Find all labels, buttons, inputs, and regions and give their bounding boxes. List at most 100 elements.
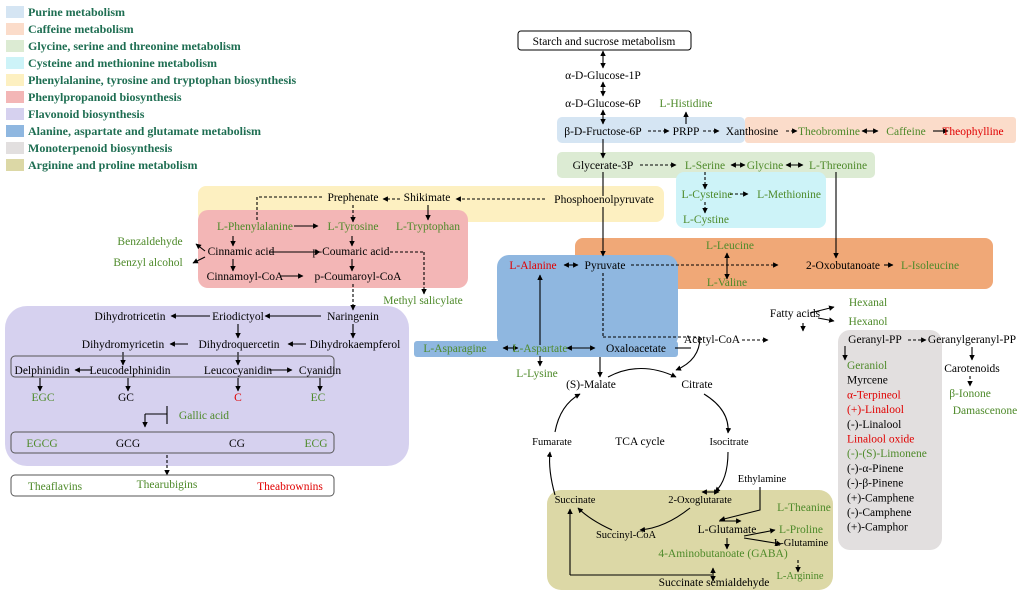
glycerate-3p-node: Glycerate-3P: [573, 160, 634, 172]
glycine-node: Glycine: [747, 160, 783, 172]
monoterpenoid-item: α-Terpineol: [847, 389, 901, 401]
arginine-node: L-Arginine: [776, 571, 823, 582]
arginine-proline-region: [547, 490, 833, 590]
asparagine-node: L-Asparagine: [423, 343, 486, 355]
legend-swatch: [6, 142, 24, 154]
succinate-semialdehyde-node: Succinate semialdehyde: [659, 577, 770, 589]
malate-node: (S)-Malate: [566, 379, 616, 391]
theobromine-node: Theobromine: [798, 126, 860, 138]
monoterpenoid-region: [838, 330, 942, 550]
legend: Purine metabolism Caffeine metabolism Gl…: [6, 5, 297, 172]
cystine-node: L-Cystine: [683, 214, 729, 226]
legend-label: Cysteine and methionine metabolism: [28, 56, 217, 70]
pathway-arrow: [743, 528, 776, 537]
delphinidin-node: Delphinidin: [15, 365, 70, 377]
phenylalanine-node: L-Phenylalanine: [217, 221, 293, 233]
monoterpenoid-item: (-)-(S)-Limonene: [847, 448, 927, 460]
monoterpenoid-item: (+)-Camphene: [847, 492, 914, 504]
pathway-connector: [719, 487, 761, 522]
valine-leucine-region: [575, 238, 993, 289]
benzaldehyde-node: Benzaldehyde: [117, 236, 182, 248]
glucose-6p-node: α-D-Glucose-6P: [565, 98, 641, 110]
catechin-row-box: [10, 355, 335, 378]
prephenate-node: Prephenate: [327, 192, 378, 204]
legend-item: Monoterpenoid biosynthesis: [6, 141, 173, 155]
pyruvate-node: Pyruvate: [585, 260, 626, 272]
monoterpenoid-item: (-)-Linalool: [847, 419, 901, 431]
leucocyanidin-node: Leucocyanidin: [204, 365, 273, 377]
legend-item: Arginine and proline metabolism: [6, 158, 197, 172]
glutamine-node: L-Glutamine: [774, 538, 829, 549]
prpp-node: PRPP: [673, 126, 700, 138]
monoterpenoid-item: Linalool oxide: [847, 434, 914, 446]
legend-swatch: [6, 125, 24, 137]
legend-label: Caffeine metabolism: [28, 22, 134, 36]
tryptophan-node: L-Tryptophan: [396, 221, 460, 233]
pathway-connector: [675, 336, 701, 371]
tca-arc: [546, 451, 556, 496]
leucine-node: L-Leucine: [706, 240, 754, 252]
monoterpenoid-item: Geraniol: [847, 360, 887, 372]
p-coumaroyl-coa-node: p-Coumaroyl-CoA: [315, 271, 403, 283]
pathway-arrow: [809, 305, 835, 314]
egcg-node: EGCG: [26, 438, 57, 450]
legend-item: Phenylalanine, tyrosine and tryptophan b…: [6, 73, 297, 87]
aspartate-region: [414, 341, 678, 357]
oxaloacetate-node: Oxaloacetate: [606, 343, 666, 355]
serine-node: L-Serine: [685, 160, 725, 172]
tca-arc: [714, 451, 729, 493]
isocitrate-node: Isocitrate: [709, 437, 748, 448]
pathway-regions: [5, 117, 1016, 590]
gcg-node: GCG: [116, 438, 140, 450]
phenylpropanoid-region: [198, 210, 468, 288]
tca-arc: [577, 507, 613, 531]
methyl-salicylate-node: Methyl salicylate: [383, 295, 463, 307]
thearubigins-node: Thearubigins: [137, 479, 198, 491]
ionone-node: β-Ionone: [949, 388, 991, 400]
benzyl-alcohol-node: Benzyl alcohol: [113, 257, 182, 269]
legend-item: Caffeine metabolism: [6, 22, 134, 36]
alanine-node: L-Alanine: [509, 260, 556, 272]
theanine-node: L-Theanine: [777, 502, 831, 514]
pathway-edges: [37, 50, 975, 582]
legend-label: Phenylalanine, tyrosine and tryptophan b…: [28, 73, 297, 87]
leucodelphinidin-node: Leucodelphinidin: [89, 365, 170, 377]
ecg-node: ECG: [305, 438, 328, 450]
pathway-arrow: [195, 243, 206, 252]
shikimate-node: Shikimate: [404, 192, 451, 204]
fumarate-node: Fumarate: [532, 437, 572, 448]
gaba-node: 4-Aminobutanoate (GABA): [658, 548, 788, 560]
dihydromyricetin-node: Dihydromyricetin: [82, 339, 165, 351]
histidine-node: L-Histidine: [659, 98, 712, 110]
dihydroquercetin-node: Dihydroquercetin: [198, 339, 279, 351]
glutamate-node: L-Glutamate: [698, 524, 757, 536]
aspartate-node: L-Aspartate: [513, 343, 568, 355]
legend-swatch: [6, 6, 24, 18]
valine-node: L-Valine: [707, 277, 747, 289]
fatty-acids-node: Fatty acids: [770, 308, 821, 320]
legend-swatch: [6, 23, 24, 35]
theophylline-node: Theophylline: [942, 126, 1003, 138]
ec-node: EC: [311, 392, 326, 404]
egc-node: EGC: [32, 392, 55, 404]
legend-item: Cysteine and methionine metabolism: [6, 56, 217, 70]
galloyl-catechin-row-box: [10, 431, 335, 454]
legend-label: Arginine and proline metabolism: [28, 158, 197, 172]
acetyl-coa-node: Acetyl-CoA: [684, 334, 741, 346]
legend-label: Purine metabolism: [28, 5, 125, 19]
xanthosine-node: Xanthosine: [726, 126, 778, 138]
phosphoenolpyruvate-node: Phosphoenolpyruvate: [554, 194, 654, 206]
legend-label: Monoterpenoid biosynthesis: [28, 141, 173, 155]
hexanal-node: Hexanal: [849, 297, 887, 309]
oxoglutarate-node: 2-Oxoglutarate: [668, 495, 732, 506]
ethylamine-node: Ethylamine: [738, 474, 787, 485]
metabolite-labels: Starch and sucrose metabolism α-D-Glucos…: [15, 36, 1018, 589]
hexanol-node: Hexanol: [849, 316, 888, 328]
succinyl-coa-node: Succinyl-CoA: [596, 530, 656, 541]
succinate-node: Succinate: [555, 495, 596, 506]
gc-node: GC: [118, 392, 134, 404]
geranyl-pp-node: Geranyl-PP: [848, 334, 902, 346]
tca-cycle-label: TCA cycle: [615, 436, 665, 448]
